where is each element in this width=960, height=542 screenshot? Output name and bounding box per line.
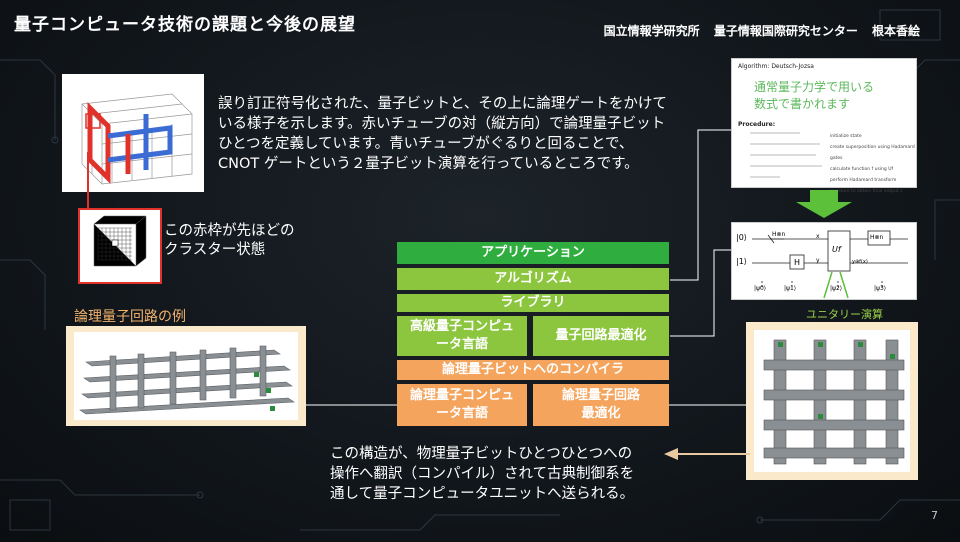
logic-circuit-image [79, 345, 295, 415]
bottom-line: 操作へ翻訳（コンパイル）されて古典制御系を [330, 466, 635, 482]
stack-library: ライブラリ [397, 294, 669, 312]
psi1-label: |ψ1⟩ [784, 285, 797, 292]
algorithm-note-line1: 通常量子力学で用いる [754, 80, 875, 94]
stack-compiler: 論理量子ビットへのコンパイラ [397, 360, 669, 380]
algorithm-step: create superposition using Hadamard gate… [830, 145, 915, 161]
logic-circuit-connector [306, 404, 400, 406]
ket-one: |1⟩ [736, 257, 747, 266]
logic-circuit-panel [66, 326, 306, 426]
cnot-lattice-image [81, 93, 193, 185]
algorithm-equations [750, 132, 822, 178]
stack-application: アプリケーション [397, 242, 669, 264]
left-arrow-icon [664, 448, 750, 460]
author-affiliation: 国立情報学研究所 量子情報国際研究センター 根本香絵 [603, 24, 920, 38]
stack-connectors [670, 129, 732, 337]
uf-gate: Uf [832, 245, 841, 254]
unitary-pointer-lines [823, 271, 849, 299]
cnot-lattice-figure [62, 74, 204, 192]
optimization-connector [669, 404, 749, 406]
cluster-caption-line1: この赤枠が先ほどの [164, 223, 295, 239]
stack-high-level-language: 高級量子コンピュータ言語 [397, 316, 527, 356]
psi0-label: |ψ0⟩ [754, 285, 767, 292]
stack-logic-circuit-optimization: 論理量子回路最適化 [533, 384, 669, 426]
physical-lattice-image [763, 339, 905, 465]
cluster-state-caption: この赤枠が先ほどの クラスター状態 [164, 222, 295, 260]
algorithm-step: measure to obtain final output z [830, 189, 903, 194]
physical-lattice-panel [746, 322, 918, 480]
bottom-line: この構造が、物理量子ビットひとつひとつへの [330, 446, 633, 462]
intro-paragraph: 誤り訂正符号化された、量子ビットと、その上に論理ゲートをかけている様子を示します… [218, 96, 667, 172]
x-label: x [816, 233, 820, 240]
algorithm-step: initialize state [830, 134, 862, 139]
page-title: 量子コンピュータ技術の課題と今後の展望 [14, 15, 356, 35]
cluster-state-figure [78, 208, 162, 284]
logic-circuit-figure [74, 332, 298, 420]
hn-label-2: H⊗n [870, 234, 884, 241]
stack-circuit-optimization: 量子回路最適化 [533, 316, 669, 356]
psi2-label: |ψ2⟩ [830, 285, 843, 292]
psi3-label: |ψ3⟩ [874, 285, 887, 292]
algorithm-note-line2: 数式で書かれます [754, 97, 851, 111]
bottom-paragraph: この構造が、物理量子ビットひとつひとつへの 操作へ翻訳（コンパイル）されて古典制… [330, 444, 634, 504]
hn-label-1: H⊗n [772, 231, 786, 238]
algorithm-panel: Algorithm: Deutsch-Jozsa 通常量子力学で用いる 数式で書… [731, 58, 917, 194]
algorithm-procedure: Procedure: [738, 121, 776, 128]
stack-algorithm: アルゴリズム [397, 268, 669, 290]
logic-opt-line1: 論理量子回路 [561, 388, 640, 403]
logic-language-line1: 論理量子コンピュ [409, 388, 514, 403]
y-label: y [816, 257, 820, 264]
stack-logic-language: 論理量子コンピュータ言語 [397, 384, 527, 426]
hl-language-line2: ータ言語 [435, 337, 488, 352]
hl-language-line1: 高級量子コンピュ [409, 319, 514, 334]
cluster-caption-line2: クラスター状態 [164, 242, 266, 258]
cluster-state-image [93, 215, 147, 267]
quantum-circuit-wires [752, 230, 908, 289]
unitary-label: ユニタリー演算 [806, 308, 883, 321]
algorithm-step: perform Hadamard transform [830, 178, 897, 183]
green-down-arrow-icon [796, 190, 852, 218]
bottom-line: 通して量子コンピュータユニットへ送られる。 [330, 486, 635, 502]
ket-zero: |0⟩ [736, 233, 747, 242]
logic-language-line2: ータ言語 [435, 406, 488, 421]
algorithm-steps: initialize state create superposition us… [830, 131, 916, 197]
logic-opt-line2: 最適化 [581, 406, 621, 421]
red-connector-line [87, 152, 89, 212]
algorithm-header: Algorithm: Deutsch-Jozsa [738, 63, 814, 70]
algorithm-note: 通常量子力学で用いる 数式で書かれます [754, 79, 874, 113]
logic-circuit-caption: 論理量子回路の例 [74, 309, 186, 325]
yfx-label: y⊕f(x) [852, 259, 868, 265]
physical-lattice-figure [754, 330, 910, 472]
h-gate: H [794, 258, 801, 267]
quantum-circuit-panel: |0⟩ |1⟩ H⊗n H x y Uf y⊕f(x) H⊗n |ψ0⟩ |ψ1… [731, 222, 917, 300]
algorithm-step: calculate function f using Uf [830, 167, 894, 172]
page-number: 7 [931, 509, 938, 522]
